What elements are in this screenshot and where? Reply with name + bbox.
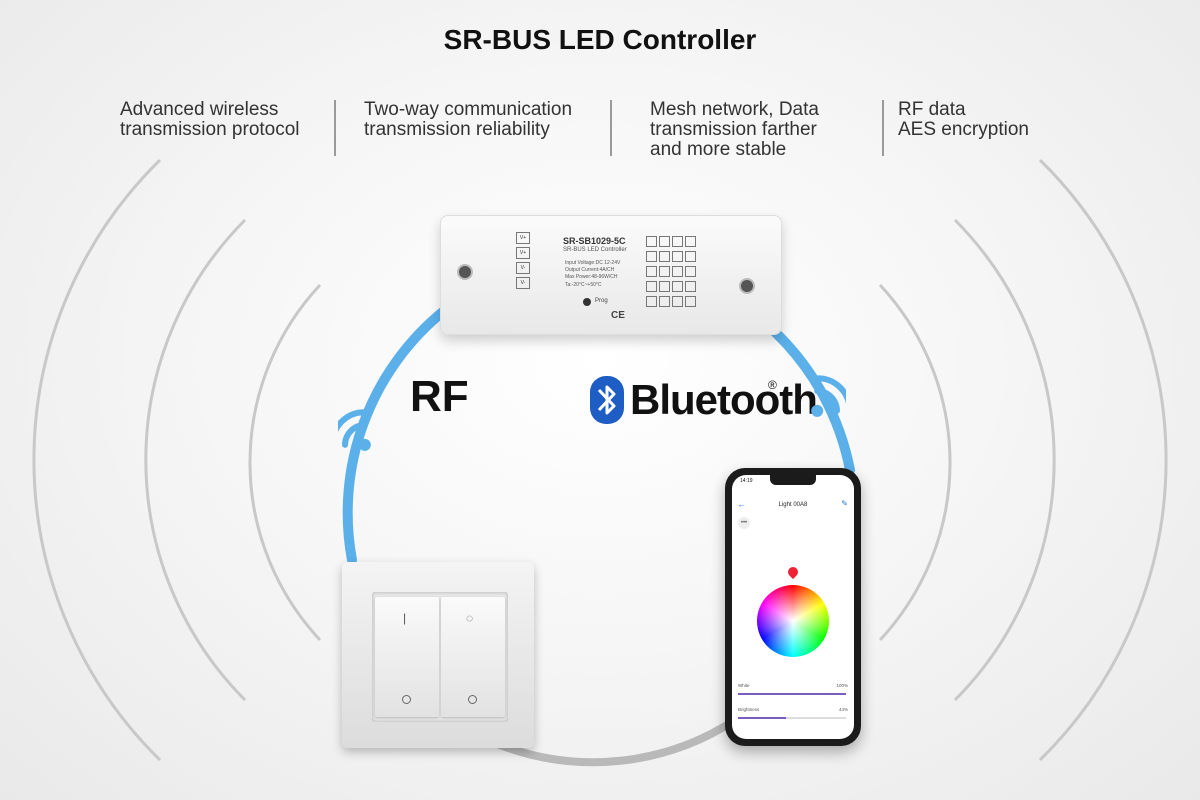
bluetooth-icon: [590, 376, 624, 424]
more-icon[interactable]: •••: [738, 517, 750, 529]
controller-subtitle: SR-BUS LED Controller: [563, 247, 627, 253]
smartphone: 14:19 ← Light 00A8 ✎ ••• White 100% Brig…: [725, 468, 861, 746]
wifi-icon: [338, 409, 371, 451]
feature-divider: [610, 100, 612, 156]
app-title: Light 00A8: [778, 502, 808, 508]
phone-notch: [770, 475, 816, 485]
feature-divider: [334, 100, 336, 156]
status-time: 14:19: [740, 478, 753, 484]
switch-button-left[interactable]: |: [375, 597, 439, 717]
rf-label: RF: [410, 372, 469, 421]
brightness-slider[interactable]: [738, 717, 846, 719]
slider-value-white: 100%: [836, 683, 848, 688]
edit-icon[interactable]: ✎: [841, 499, 848, 508]
back-icon[interactable]: ←: [737, 499, 746, 509]
switch-inner-frame: | ◌: [372, 592, 508, 722]
bluetooth-label: Bluetooth: [630, 376, 818, 423]
controller-spec: Output Current:4A/CH: [565, 267, 615, 273]
cycle-mark: ◌: [466, 611, 474, 625]
feature-two-way: Two-way communication transmission relia…: [364, 99, 573, 140]
feature-divider: [882, 100, 884, 156]
controller-model: SR-SB1029-5C: [563, 236, 626, 246]
slider-value-brightness: 44%: [838, 707, 848, 712]
controller-spec: Max Power:48-96W/CH: [565, 274, 618, 280]
controller-spec: Input Voltage:DC 12-24V: [565, 260, 621, 266]
switch-button-right[interactable]: ◌: [441, 597, 505, 717]
registered-mark: ®: [768, 378, 777, 392]
wall-switch-remote: | ◌: [342, 562, 534, 748]
feature-mesh-network: Mesh network, Data transmission farther …: [650, 99, 819, 160]
prog-button[interactable]: [583, 298, 591, 306]
slider-label-brightness: Brightness: [738, 707, 760, 712]
power-terminals: V+ V+ V- V-: [516, 232, 530, 292]
controller-spec: Ta:-20°C~+50°C: [565, 282, 602, 288]
mount-screw: [739, 278, 755, 294]
feature-aes-encryption: RF data AES encryption: [898, 99, 1029, 140]
off-mark: [402, 695, 411, 704]
phone-screen: 14:19 ← Light 00A8 ✎ ••• White 100% Brig…: [732, 475, 854, 739]
color-wheel[interactable]: [757, 585, 829, 657]
off-mark: [468, 695, 477, 704]
feature-wireless-protocol: Advanced wireless transmission protocol: [120, 99, 300, 140]
mount-screw: [457, 264, 473, 280]
led-controller-device: V+ V+ V- V- SR-SB1029-5C SR-BUS LED Cont…: [440, 215, 782, 335]
on-mark: |: [403, 611, 407, 625]
white-slider[interactable]: [738, 693, 846, 695]
slider-label-white: White: [738, 683, 750, 688]
prog-label: Prog: [595, 298, 608, 304]
location-pin-icon: [785, 564, 801, 580]
page-title: SR-BUS LED Controller: [443, 24, 757, 55]
output-terminals: [646, 236, 696, 311]
ce-mark: CE: [611, 310, 625, 321]
wifi-icon: [811, 375, 846, 417]
